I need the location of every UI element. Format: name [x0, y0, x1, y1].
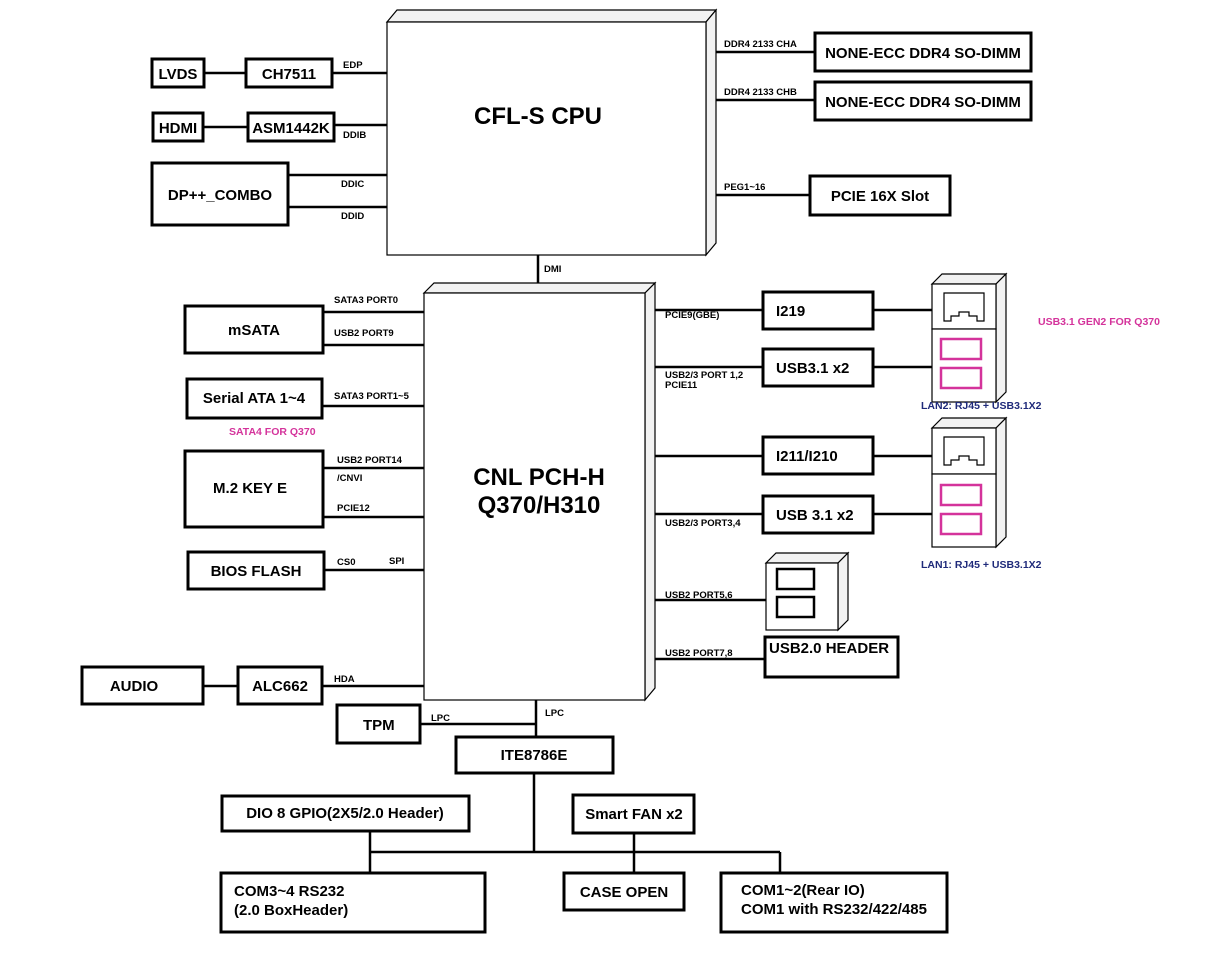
pch-block: CNL PCH-H Q370/H310: [422, 281, 657, 702]
fan-label: Smart FAN x2: [585, 806, 683, 823]
peg-bus-label: PEG1~16: [724, 182, 765, 193]
pcie9-label: PCIE9(GBE): [665, 310, 719, 321]
dio-box: [220, 794, 471, 833]
com12-label-a: COM1~2(Rear IO): [741, 882, 865, 899]
usb-port12-label-a: USB2/3 PORT 1,2: [665, 370, 743, 381]
serial-ata-box: [185, 377, 324, 420]
cnvi-label: /CNVI: [337, 473, 362, 484]
cpu-block: CFL-S CPU: [385, 8, 718, 257]
serial-ata-label: Serial ATA 1~4: [203, 390, 306, 407]
usb2-port56-label: USB2 PORT5,6: [665, 590, 733, 601]
i211-label: I211/I210: [776, 448, 838, 465]
tpm-box: [335, 703, 422, 745]
pcie-slot-box: [808, 174, 952, 217]
usb2-dual-port-icon: [764, 551, 850, 632]
chb-bus-label: DDR4 2133 CHB: [724, 87, 797, 98]
dmi-label: DMI: [544, 264, 561, 275]
lvds-box: [150, 57, 206, 89]
usb2-port9-label: USB2 PORT9: [334, 328, 394, 339]
lvds-label: LVDS: [159, 66, 198, 83]
ch7511-box: [244, 57, 334, 89]
ch7511-label: CH7511: [262, 66, 316, 83]
lan1-caption: LAN1: RJ45 + USB3.1X2: [921, 559, 1042, 571]
lan1-connector-icon: [930, 416, 1008, 549]
tpm-label: TPM: [363, 717, 395, 734]
asm1442k-box: [246, 111, 336, 143]
usb31-b-box: [761, 494, 875, 535]
ddid-label: DDID: [341, 211, 364, 222]
msata-box: [183, 304, 325, 355]
dp-combo-label: DP++_COMBO: [168, 187, 273, 204]
ddib-label: DDIB: [343, 130, 366, 141]
dio-label: DIO 8 GPIO(2X5/2.0 Header): [246, 805, 444, 822]
lan2-connector-icon: [930, 272, 1008, 404]
lpc-tpm-label: LPC: [431, 713, 450, 724]
com34-box: [219, 871, 487, 934]
sata4-note: SATA4 FOR Q370: [229, 426, 316, 438]
ite-label: ITE8786E: [501, 747, 568, 764]
fan-box: [571, 793, 696, 835]
usb2-header-label: USB2.0 HEADER: [769, 640, 889, 657]
case-open-box: [562, 871, 686, 912]
msata-label: mSATA: [228, 322, 280, 339]
pcie12-label: PCIE12: [337, 503, 370, 514]
ddic-label: DDIC: [341, 179, 364, 190]
alc662-label: ALC662: [252, 678, 308, 695]
bios-label: BIOS FLASH: [211, 563, 302, 580]
cpu-label: CFL-S CPU: [474, 103, 602, 130]
com12-box: [719, 871, 949, 934]
hda-label: HDA: [334, 674, 355, 685]
pcie-slot-label: PCIE 16X Slot: [831, 188, 929, 205]
pch-label-line2: Q370/H310: [478, 492, 601, 519]
edp-label: EDP: [343, 60, 363, 71]
alc662-box: [236, 665, 324, 706]
com34-label-a: COM3~4 RS232: [234, 883, 344, 900]
dp-combo-box: [150, 161, 290, 227]
lan2-caption: LAN2: RJ45 + USB3.1X2: [921, 400, 1042, 412]
usb31-a-label: USB3.1 x2: [776, 360, 849, 377]
hdmi-box: [151, 111, 205, 143]
usb-port12-label-b: PCIE11: [665, 380, 698, 391]
com12-label-b: COM1 with RS232/422/485: [741, 901, 927, 918]
sata3-port0-label: SATA3 PORT0: [334, 295, 398, 306]
usb31-b-label: USB 3.1 x2: [776, 507, 854, 524]
bios-box: [186, 550, 326, 591]
i219-label: I219: [776, 303, 805, 320]
usb-port34-label: USB2/3 PORT3,4: [665, 518, 741, 529]
m2-label: M.2 KEY E: [213, 480, 287, 497]
usb2-port78-label: USB2 PORT7,8: [665, 648, 733, 659]
case-open-label: CASE OPEN: [580, 884, 668, 901]
dimm-a-label: NONE-ECC DDR4 SO-DIMM: [825, 45, 1021, 62]
lpc-label: LPC: [545, 708, 564, 719]
usb2-port14-label: USB2 PORT14: [337, 455, 403, 466]
asm1442k-label: ASM1442K: [252, 120, 330, 137]
com34-label-b: (2.0 BoxHeader): [234, 902, 348, 919]
audio-label: AUDIO: [110, 678, 159, 695]
gen2-note: USB3.1 GEN2 FOR Q370: [1038, 316, 1160, 328]
dimm-a-box: [813, 31, 1033, 73]
dimm-b-label: NONE-ECC DDR4 SO-DIMM: [825, 94, 1021, 111]
pch-label-line1: CNL PCH-H: [473, 464, 605, 491]
usb31-a-box: [761, 347, 875, 388]
usb2-header-box: [763, 635, 900, 679]
dimm-b-box: [813, 80, 1033, 122]
sata3-port1-5-label: SATA3 PORT1~5: [334, 391, 410, 402]
m2-box: [183, 449, 325, 529]
spi-label: SPI: [389, 556, 404, 567]
audio-box: [80, 665, 205, 706]
cs0-label: CS0: [337, 557, 355, 568]
cha-bus-label: DDR4 2133 CHA: [724, 39, 797, 50]
hdmi-label: HDMI: [159, 120, 197, 137]
